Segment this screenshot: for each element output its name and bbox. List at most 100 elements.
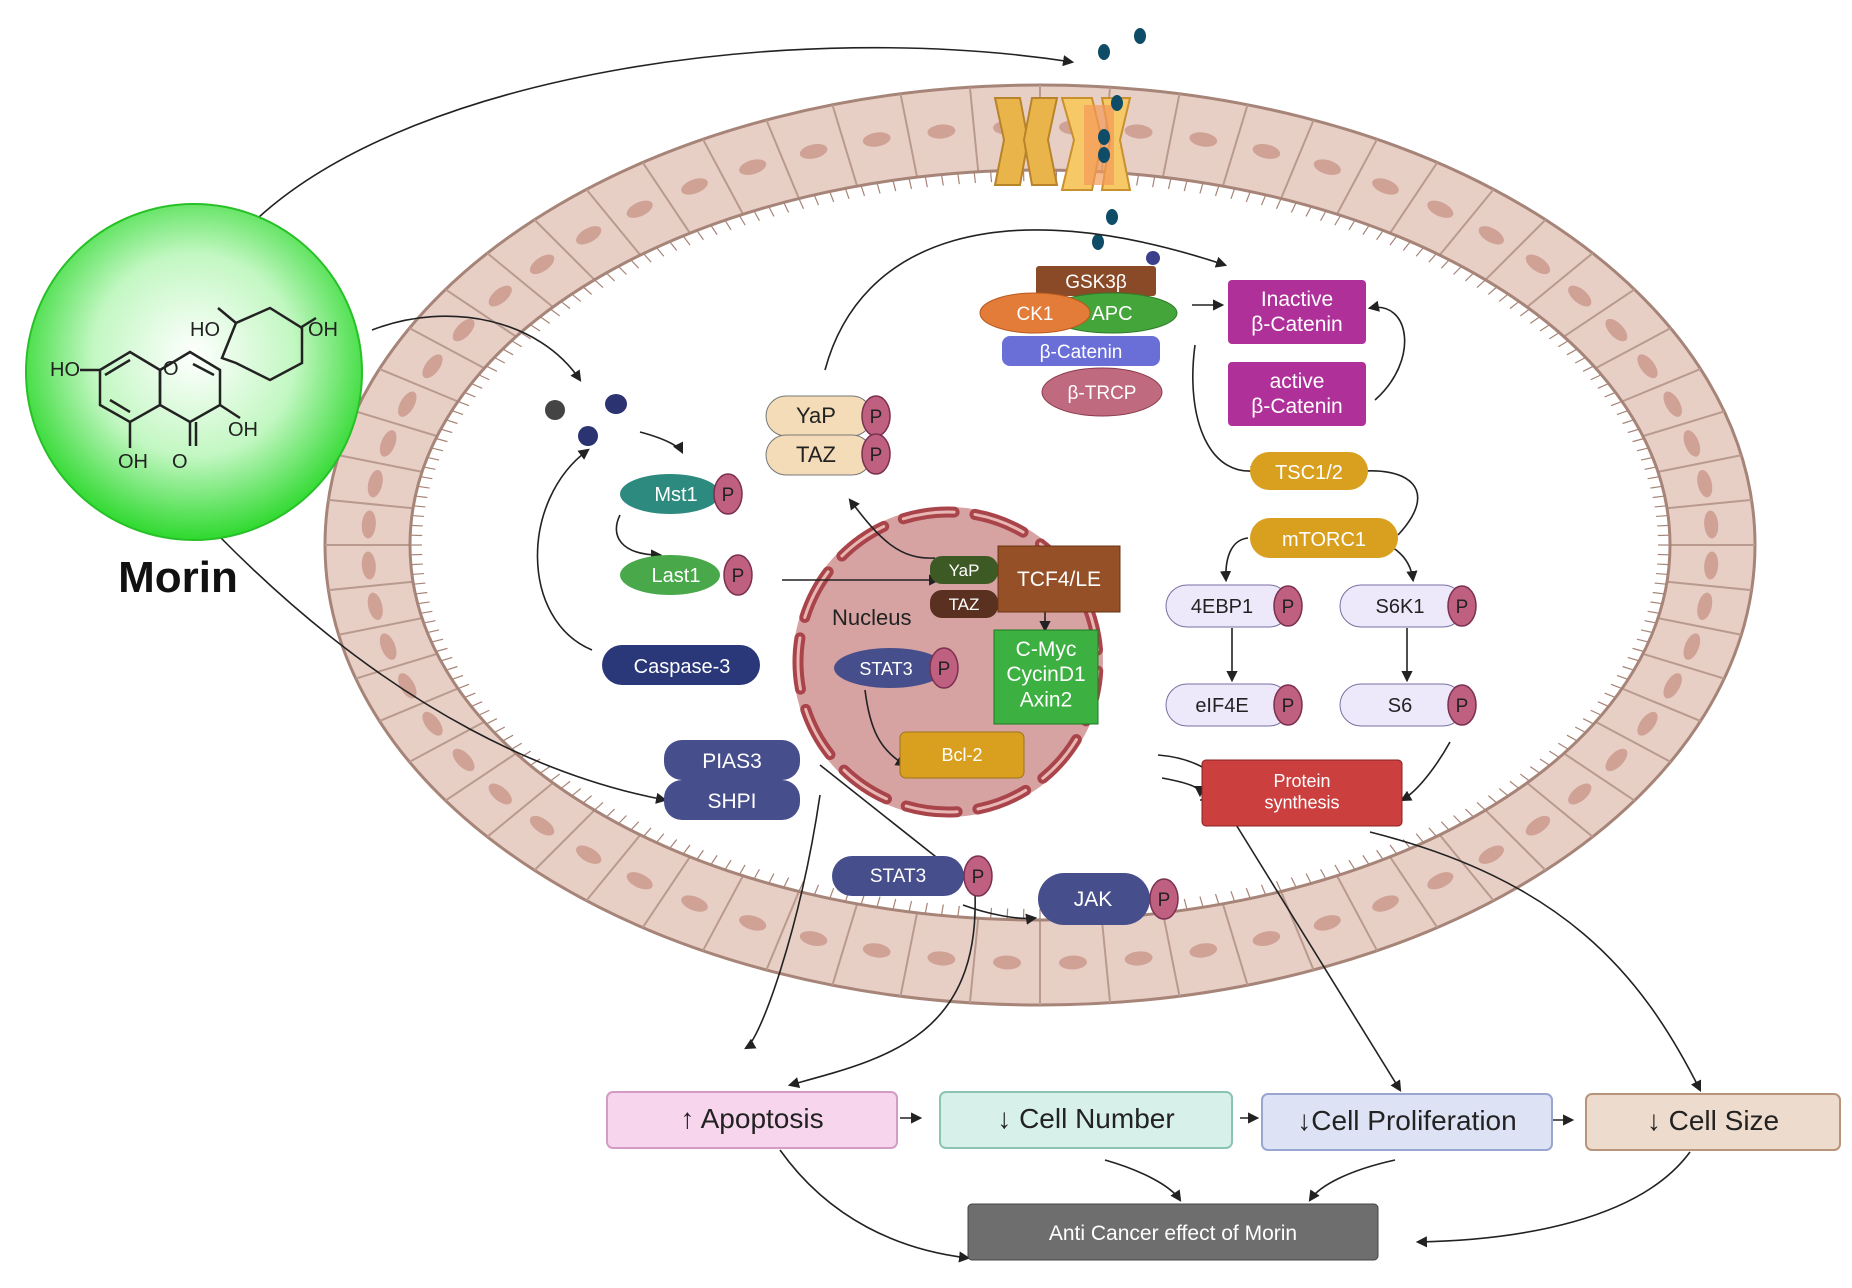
outcome-cell-proliferation [1261,1093,1553,1151]
microvillus [417,601,430,605]
microvillus [1632,647,1645,653]
b-trcp-oval [1041,367,1163,417]
phospho-label: P [1282,597,1295,618]
microvillus [738,215,746,226]
cell-wall [1563,752,1636,802]
phospho-label: P [732,566,745,587]
microvillus [618,265,627,275]
envelope-segment-inner [973,512,1025,534]
microvillus [656,247,665,257]
cell-nucleus-spot [862,943,891,958]
cell-wall [1484,219,1547,281]
microvillus [768,206,775,217]
microvillus [605,272,616,282]
microvillus [1604,391,1616,398]
phospho-label: P [1456,696,1469,717]
envelope-segment-inner [840,524,886,558]
microvillus [1582,365,1594,372]
microvillus [783,202,790,213]
cell-wall [765,891,800,971]
microvillus [1656,514,1669,518]
microvillus [813,884,820,896]
microvillus [1622,665,1635,671]
cell-wall [1484,809,1547,871]
cell-nucleus-spot [1704,510,1719,539]
microvillus [1290,877,1297,888]
svg-text:mTORC1: mTORC1 [1282,529,1366,551]
ion-particles [1092,28,1160,265]
microvillus [605,808,616,818]
cell-wall [765,119,800,199]
microvillus [1647,610,1660,614]
cell-wall [1389,161,1439,234]
cell-nucleus-spot [361,551,376,580]
cell-nucleus-spot [379,633,397,660]
microvillus [594,279,604,289]
microvillus [753,869,760,880]
cell-nucleus-spot [1252,931,1281,947]
microvillus [1453,815,1462,825]
microvillus [630,821,640,831]
microvillus [1290,202,1297,213]
cell-wall [1595,720,1672,763]
cell-nucleus-spot [1663,391,1682,417]
cell-nucleus-spot [1697,592,1713,621]
outcome-cell-size [1585,1093,1841,1151]
ion-channel-closed [993,97,1059,186]
microvillus [445,665,458,671]
wnt-complex: GSK3β APC CK1 β-Catenin β-TRCP [979,266,1178,417]
cell-nucleus-spot [799,931,828,947]
cell-wall [338,617,423,636]
phospho-badge: P [929,647,959,689]
microvillus [753,210,760,221]
cell-wall [486,782,554,838]
microvillus [1590,709,1602,716]
microvillus [669,241,678,251]
microvillus [1199,896,1204,908]
cell-wall [1336,138,1378,215]
microvillus [1566,348,1578,356]
cell-nucleus-spot [529,254,555,275]
microvillus [1519,773,1530,782]
microvillus [1610,683,1623,690]
microvillus [798,198,805,209]
cell-wall [1438,188,1495,256]
cell-wall [1666,580,1752,592]
cell-wall [1666,498,1752,510]
cell-wall [444,288,517,338]
cell-wall [408,327,485,370]
cell-wall [1621,368,1701,403]
svg-text:OH: OH [228,419,258,441]
microvillus [876,182,881,194]
cell-nucleus-spot [1568,783,1592,805]
microvillus [724,219,732,231]
cell-wall [831,903,859,986]
stat3-nuclear [834,648,946,688]
microvillus [1275,198,1282,209]
microvillus [550,308,561,317]
microvillus [783,877,790,888]
microvillus [656,833,665,843]
microvillus [1275,881,1282,892]
microvillus [1305,206,1312,217]
cell-wall [486,252,554,308]
microvillus [1136,174,1140,186]
envelope-segment-inner [1041,738,1078,780]
cell-wall [702,138,744,215]
cell-nucleus-spot [367,592,383,621]
cell-nucleus-spot [681,895,708,912]
phospho-badge: P [861,433,891,475]
envelope-segment-inner [804,707,832,757]
cell-nucleus-spot [1697,469,1713,498]
microvillus [478,374,490,381]
envelope-segment-inner [803,570,830,619]
phospho-label: P [1282,696,1295,717]
cell-nucleus-spot [1525,254,1551,275]
phospho-label: P [938,659,951,680]
cell-nucleus-spot [927,124,956,139]
microvillus [768,873,775,884]
